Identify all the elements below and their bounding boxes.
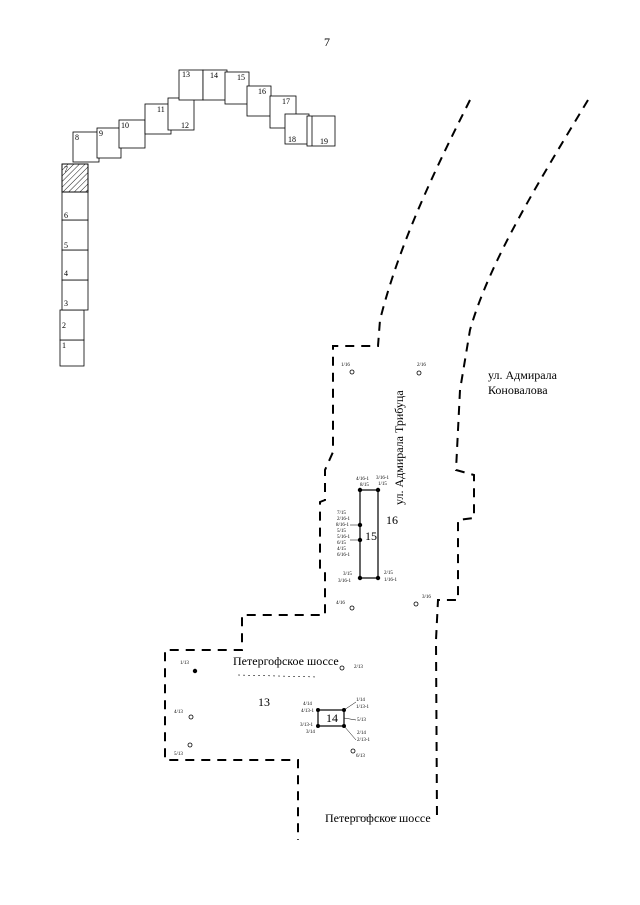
zone-label-13: 13 — [258, 695, 270, 709]
street-label-petergofskoe-bottom: Петергофское шоссе — [325, 811, 431, 825]
zone-label-16: 16 — [386, 513, 398, 527]
page-number: 7 — [324, 35, 330, 49]
block-number-9: 9 — [99, 129, 103, 138]
block-9 — [96, 127, 122, 159]
street-label-admirala-konovalova-2: Коновалова — [488, 383, 548, 397]
block-number-16: 16 — [258, 87, 266, 96]
block-number-8: 8 — [75, 133, 79, 142]
point-label: 1/14 — [356, 698, 365, 703]
point-label: 4/13 — [174, 710, 183, 715]
block-number-17: 17 — [282, 97, 290, 106]
street-label-petergofskoe-top: Петергофское шоссе — [233, 654, 339, 668]
point-label: 3/16-1 — [338, 579, 352, 584]
block-number-11: 11 — [157, 105, 165, 114]
block-18 — [284, 113, 310, 145]
point-label: 3/13-1 — [300, 723, 314, 728]
point-label: 3/16-1 — [376, 476, 390, 481]
point-label: 5/15 — [337, 529, 346, 534]
block-1 — [59, 339, 85, 367]
boundary-main — [164, 99, 471, 840]
block-number-13: 13 — [182, 70, 190, 79]
block-5 — [61, 219, 89, 251]
point-label: 5/16-1 — [337, 535, 351, 540]
point-label: 1/15 — [378, 482, 387, 487]
point-label: 8/16-1 — [336, 523, 350, 528]
point-label: 3/16 — [422, 595, 431, 600]
block-number-4: 4 — [64, 269, 68, 278]
point-label: 3/14 — [306, 730, 315, 735]
point-label: 2/14 — [357, 731, 366, 736]
block-number-12: 12 — [181, 121, 189, 130]
point-label: 5/13 — [357, 718, 366, 723]
point-label: 4/14 — [303, 702, 312, 707]
point-label: 1/13-1 — [356, 705, 370, 710]
block-number-18: 18 — [288, 135, 296, 144]
boundary-right — [434, 99, 589, 821]
point-label: 6/16-1 — [337, 553, 351, 558]
point-label: 2/16 — [417, 363, 426, 368]
block-12 — [167, 97, 195, 131]
point-markers — [187, 369, 422, 754]
point-label: 4/16 — [336, 601, 345, 606]
block-number-19: 19 — [320, 137, 328, 146]
site-block-numbers: 1 2 3 4 5 6 7 8 9 10 11 12 13 14 15 16 1… — [62, 70, 328, 350]
zone-label-15: 15 — [365, 529, 377, 543]
block-15 — [224, 71, 250, 105]
point-label: 4/16-1 — [356, 477, 370, 482]
block-number-7: 7 — [64, 165, 68, 174]
block-number-1: 1 — [62, 341, 66, 350]
point-label: 4/15 — [337, 547, 346, 552]
point-labels: 1/16 2/16 4/16 3/16 1/13 2/13 4/13 5/13 … — [174, 363, 431, 759]
zone-label-14: 14 — [326, 711, 338, 725]
block-7-hatch — [61, 163, 89, 193]
point-label: 1/16 — [341, 363, 350, 368]
point-label: 1/13 — [180, 661, 189, 666]
point-label: 2/13-1 — [357, 738, 371, 743]
block-6 — [61, 191, 89, 221]
point-label: 2/15 — [384, 571, 393, 576]
block-number-6: 6 — [64, 211, 68, 220]
zone-15-structure — [350, 487, 381, 581]
block-16 — [246, 85, 272, 117]
block-11 — [144, 103, 172, 135]
zone-14-structure — [316, 701, 357, 741]
block-number-14: 14 — [210, 71, 218, 80]
point-label: 5/13 — [174, 752, 183, 757]
street-label-admirala-tributsa: ул. Адмирала Трибуца — [392, 390, 406, 505]
block-number-3: 3 — [64, 299, 68, 308]
block-13 — [178, 69, 204, 101]
block-number-10: 10 — [121, 121, 129, 130]
point-label: 8/15 — [360, 483, 369, 488]
point-label: 2/13 — [354, 665, 363, 670]
point-label: 7/15 — [337, 511, 346, 516]
block-2 — [59, 309, 85, 341]
block-number-5: 5 — [64, 241, 68, 250]
point-label: 1/16-1 — [384, 578, 398, 583]
block-number-15: 15 — [237, 73, 245, 82]
point-label: 3/15 — [343, 572, 352, 577]
site-blocks-chain — [59, 69, 336, 367]
street-label-admirala-konovalova-1: ул. Адмирала — [488, 368, 558, 382]
point-label: 2/16-1 — [337, 517, 351, 522]
block-number-2: 2 — [62, 321, 66, 330]
point-label: 6/15 — [337, 541, 346, 546]
block-4 — [61, 249, 89, 281]
point-label: 4/13-1 — [301, 709, 315, 714]
point-label: 6/13 — [356, 754, 365, 759]
block-8 — [72, 131, 100, 163]
